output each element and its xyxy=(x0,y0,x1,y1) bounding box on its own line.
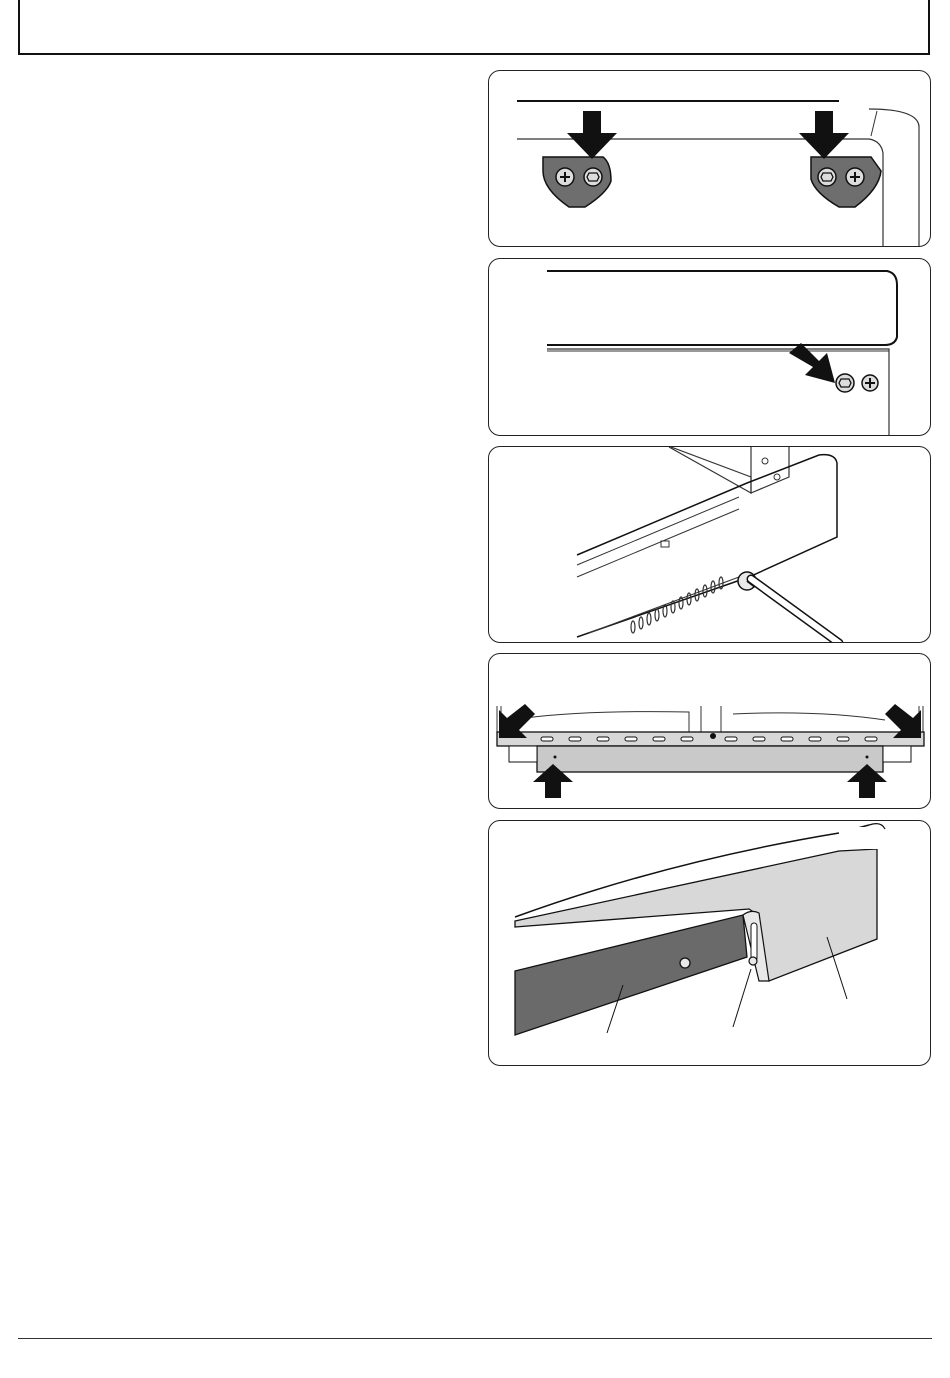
figure-side-screws xyxy=(488,258,931,436)
figure-rail xyxy=(488,653,931,809)
figure-bracket-screws xyxy=(488,70,931,247)
figure-bracket-screws-drawing xyxy=(489,71,931,247)
screw-icon xyxy=(749,957,757,965)
screw-icon xyxy=(862,375,878,391)
panel-icon xyxy=(515,827,879,1035)
figure-rail-drawing xyxy=(489,654,931,809)
header-box xyxy=(18,0,930,55)
screw-icon xyxy=(836,374,854,392)
figure-panel-assembly xyxy=(488,820,931,1066)
figure-screwdriver xyxy=(488,446,931,643)
down-arrow-icon xyxy=(799,111,849,159)
rail-icon xyxy=(497,732,924,772)
right-bracket-icon xyxy=(811,157,881,207)
screwdriver-icon xyxy=(747,579,839,643)
screw-icon xyxy=(680,958,690,968)
body-text-column xyxy=(20,70,470,1070)
left-bracket-icon xyxy=(543,157,611,207)
down-arrow-icon xyxy=(567,111,617,159)
figure-side-screws-drawing xyxy=(489,259,931,436)
footer-rule xyxy=(18,1338,932,1339)
figure-screwdriver-drawing xyxy=(489,447,931,643)
figure-panel-assembly-drawing xyxy=(489,821,931,1066)
